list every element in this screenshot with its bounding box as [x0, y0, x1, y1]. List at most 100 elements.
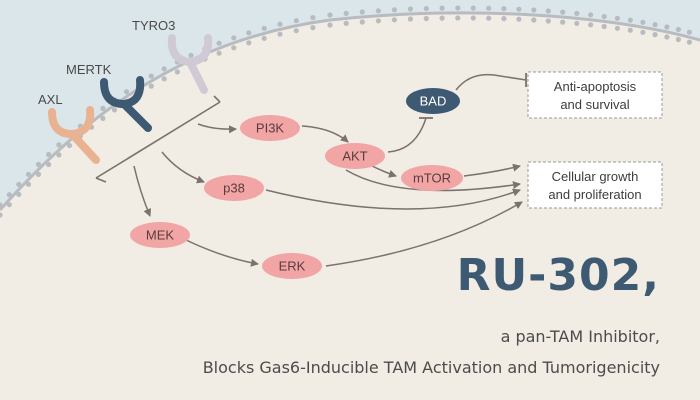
lipid-bead [216, 40, 222, 46]
lipid-bead [627, 27, 633, 33]
lipid-bead [391, 7, 397, 13]
lipid-bead [560, 19, 566, 25]
lipid-bead [439, 15, 445, 21]
lipid-bead [174, 69, 180, 75]
arrow-bracket-mek [133, 165, 152, 217]
bad-label: BAD [420, 94, 447, 109]
growth-box [527, 161, 663, 209]
erk-node [262, 253, 322, 279]
lipid-bead [327, 12, 333, 18]
lipid-bead [588, 12, 594, 18]
lipid-bead [455, 5, 461, 11]
lipid-bead [486, 5, 492, 11]
lipid-bead [470, 5, 476, 11]
arrow-mtor-growth [463, 163, 521, 177]
lipid-bead [501, 16, 507, 22]
lipid-bead [293, 28, 299, 34]
subtitle-line-2: Blocks Gas6-Inducible TAM Activation and… [202, 358, 660, 377]
lipid-bead [531, 7, 537, 13]
lipid-bead [261, 25, 267, 31]
bracket-tick-right [213, 95, 221, 103]
lipid-bead [246, 30, 252, 36]
lipid-bead [293, 18, 299, 24]
arrow-bracket-pi3k [197, 123, 237, 134]
lipid-bead [16, 181, 22, 187]
mek-node [130, 222, 190, 248]
lipid-bead [652, 31, 658, 38]
lipid-bead [0, 212, 3, 218]
akt-node [325, 143, 385, 169]
lipid-bead [35, 161, 42, 167]
survival-line-2: and survival [560, 97, 629, 112]
lipid-bead [375, 18, 381, 24]
lipid-bead [327, 22, 333, 28]
lipid-bead [343, 10, 349, 16]
lipid-bead [601, 23, 607, 30]
lipid-bead [614, 25, 621, 31]
lipid-bead [675, 26, 682, 33]
lipid-bead [470, 15, 476, 21]
lipid-bead [423, 15, 429, 22]
arrow-p38-growth [265, 188, 521, 210]
p38-label: p38 [223, 181, 245, 196]
lipid-bead [16, 191, 22, 197]
lipid-bead [359, 9, 365, 15]
lipid-bead [343, 20, 349, 26]
lipid-bead [277, 31, 283, 37]
lipid-bead [652, 22, 658, 28]
tyro3-receptor [167, 34, 213, 94]
lipid-bead [560, 9, 566, 15]
lipid-bead [614, 15, 621, 21]
lipid-bead [111, 107, 118, 113]
lipid-bead [574, 20, 580, 26]
tyro3-label: TYRO3 [132, 18, 175, 33]
lipid-bead [56, 142, 62, 148]
pi3k-node [240, 115, 300, 141]
lipid-bead [310, 15, 316, 21]
mtor-label: mTOR [413, 171, 451, 186]
lipid-bead [686, 29, 693, 35]
membrane-phospholipids [0, 5, 693, 218]
bracket-tick-left [95, 177, 107, 183]
lipid-bead [407, 6, 413, 12]
axl-label: AXL [38, 92, 63, 107]
erk-label: ERK [279, 259, 306, 274]
lipid-bead [455, 15, 461, 21]
akt-label: AKT [342, 149, 367, 164]
lipid-bead [640, 29, 646, 35]
lipid-bead [627, 17, 633, 23]
lipid-bead [46, 151, 52, 158]
lipid-bead [439, 5, 445, 11]
survival-box [527, 71, 663, 119]
lipid-bead [531, 17, 537, 23]
lipid-bead [545, 18, 551, 24]
lipid-bead [231, 45, 237, 51]
growth-line-2: and proliferation [548, 187, 641, 202]
lipid-bead [25, 171, 32, 177]
lipid-bead [501, 6, 507, 12]
mertk-label: MERTK [66, 62, 112, 77]
arrow-erk-growth [325, 201, 523, 267]
lipid-bead [6, 202, 12, 208]
lipid-bead [588, 22, 594, 28]
p38-node [204, 175, 264, 201]
pi3k-label: PI3K [256, 121, 285, 136]
arrow-mek-erk [185, 239, 259, 267]
subtitle-line-1: a pan-TAM Inhibitor, [500, 327, 660, 346]
lipid-bead [516, 6, 522, 12]
page-title: RU-302, [456, 250, 660, 301]
lipid-bead [407, 16, 413, 22]
mertk-receptor [100, 76, 152, 132]
lipid-bead [391, 17, 397, 23]
mek-label: MEK [146, 228, 175, 243]
lipid-bead [277, 21, 283, 27]
survival-line-1: Anti-apoptosis [554, 79, 637, 94]
lipid-bead [231, 35, 237, 41]
lipid-bead [664, 34, 670, 40]
arrow-akt-bad [387, 117, 427, 153]
lipid-bead [686, 39, 693, 45]
signal-bracket [95, 101, 221, 179]
lipid-bead [25, 181, 32, 187]
growth-line-1: Cellular growth [552, 169, 639, 184]
